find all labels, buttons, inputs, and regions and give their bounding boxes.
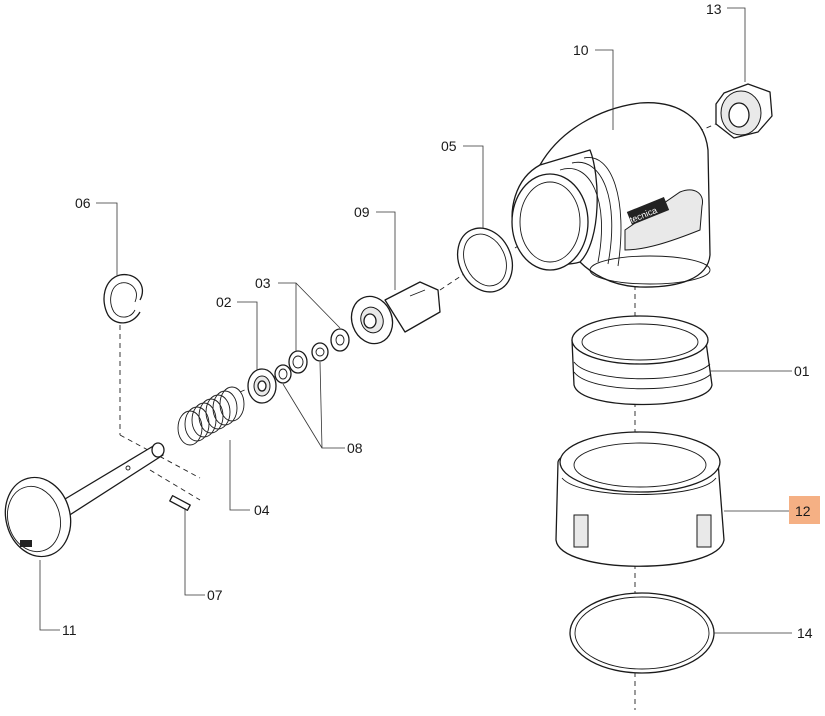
highlight-box-12	[789, 496, 820, 524]
part-10-elbow-body[interactable]: tecnica	[511, 102, 711, 288]
part-01-threaded-ring[interactable]	[571, 315, 713, 406]
part-07-pin[interactable]	[169, 495, 191, 511]
label-08: 08	[347, 440, 363, 456]
part-02-spring-seat[interactable]	[247, 368, 277, 404]
label-06: 06	[75, 195, 91, 211]
label-11: 11	[62, 622, 77, 638]
part-14-o-ring[interactable]	[569, 592, 715, 674]
part-03-washers[interactable]	[311, 328, 350, 362]
label-02: 02	[216, 294, 232, 310]
part-05-gasket[interactable]	[447, 219, 522, 301]
part-labels: 13 10 05 09 06 03 02 01 08 04 12 07 11 1…	[62, 1, 820, 641]
part-04-spring[interactable]	[177, 386, 245, 446]
label-13: 13	[706, 1, 722, 17]
label-03: 03	[255, 275, 271, 291]
label-12: 12	[795, 503, 811, 519]
label-07: 07	[207, 587, 223, 603]
label-09: 09	[354, 204, 370, 220]
label-14: 14	[797, 625, 813, 641]
part-08-o-rings[interactable]	[274, 350, 308, 384]
part-13-hex-nut[interactable]	[715, 83, 773, 139]
label-01: 01	[794, 363, 810, 379]
label-04: 04	[254, 502, 270, 518]
label-10: 10	[573, 42, 589, 58]
part-12-union-nut[interactable]	[555, 431, 725, 567]
label-05: 05	[441, 138, 457, 154]
part-06-retaining-clip[interactable]	[103, 273, 144, 324]
part-11-push-stem[interactable]	[0, 442, 165, 564]
part-09-valve-guide[interactable]	[345, 281, 441, 349]
leader-lines	[39, 7, 792, 634]
